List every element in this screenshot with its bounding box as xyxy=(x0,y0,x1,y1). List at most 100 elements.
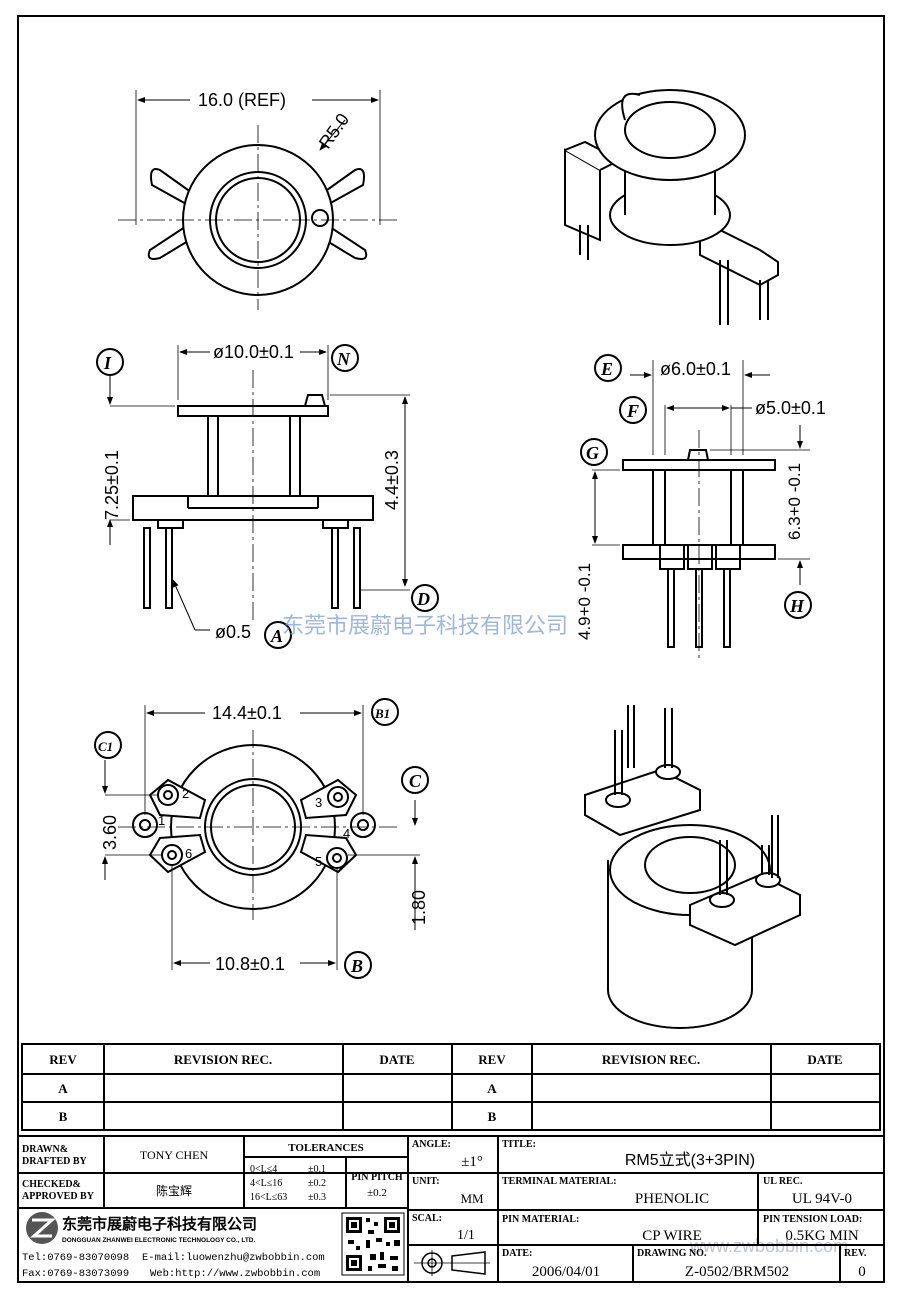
tension-value: 0.5KG MIN xyxy=(785,1228,858,1244)
front-height-dim: 7.25±0.1 xyxy=(102,450,122,520)
company-tel: Tel:0769-83070098 xyxy=(22,1252,129,1264)
company-logo-icon xyxy=(26,1212,58,1244)
pin-pitch-label: PIN PITCH xyxy=(351,1172,403,1183)
rev-row-b-left: B xyxy=(59,1109,68,1124)
title-label: TITLE: xyxy=(502,1139,536,1150)
bottom-width-dim: 14.4±0.1 xyxy=(212,703,282,723)
pin-label-6: 6 xyxy=(185,846,192,861)
isometric-view-top xyxy=(564,89,779,325)
label-b: B xyxy=(350,956,363,976)
angle-label: ANGLE: xyxy=(412,1139,451,1150)
label-d: D xyxy=(416,589,430,609)
terminal-label: TERMINAL MATERIAL: xyxy=(502,1176,617,1187)
front-pin-dim: ø0.5 xyxy=(215,622,251,642)
title-value: RM5立式(3+3PIN) xyxy=(625,1151,755,1169)
rev-header-1: REV xyxy=(49,1052,77,1067)
company-fax: Fax:0769-83073099 xyxy=(22,1268,129,1280)
rev-label: REV. xyxy=(844,1248,867,1259)
label-c1: C1 xyxy=(98,739,113,754)
rev-header-3: DATE xyxy=(379,1052,414,1067)
company-name-cn: 东莞市展蔚电子科技有限公司 xyxy=(62,1215,257,1233)
tol-value-3: ±0.3 xyxy=(308,1192,326,1203)
pin-label-4: 4 xyxy=(343,826,350,841)
label-b1: B1 xyxy=(374,706,390,721)
top-width-dim: 16.0 (REF) xyxy=(198,90,286,110)
projection-symbol-icon xyxy=(414,1250,490,1276)
tol-value-1: ±0.1 xyxy=(308,1164,326,1175)
drawing-no-value: Z-0502/BRM502 xyxy=(685,1264,789,1280)
tolerance-rows: 0<L≤4 ±0.1 4<L≤16 ±0.2 16<L≤63 ±0.3 xyxy=(250,1164,326,1203)
revision-headers: REV REVISION REC. DATE REV REVISION REC.… xyxy=(49,1052,842,1124)
angle-value: ±1° xyxy=(461,1154,483,1170)
tol-range-3: 16<L≤63 xyxy=(250,1192,287,1203)
front-view xyxy=(96,344,439,649)
checked-label: CHECKED&APPROVED BY xyxy=(22,1179,95,1202)
company-name-en: DONGGUAN ZHANWEI ELECTRONIC TECHNOLOGY C… xyxy=(62,1237,256,1244)
top-view xyxy=(118,90,398,310)
checked-value: 陈宝辉 xyxy=(156,1183,192,1198)
revision-table xyxy=(21,1043,881,1131)
side-view xyxy=(580,354,812,660)
label-h: H xyxy=(789,596,805,616)
front-flange-dim: 4.4±0.3 xyxy=(382,450,402,510)
checked-label-line1: CHECKED& xyxy=(22,1179,81,1190)
watermark-company: 东莞市展蔚电子科技有限公司 xyxy=(282,613,568,638)
side-pin-dim: 4.9+0 -0.1 xyxy=(575,563,594,640)
rev-value: 0 xyxy=(858,1264,866,1280)
label-n: N xyxy=(336,349,351,369)
label-e: E xyxy=(600,359,613,379)
label-g: G xyxy=(586,443,599,463)
unit-value: MM xyxy=(460,1191,484,1206)
drawn-value: TONY CHEN xyxy=(140,1148,209,1162)
label-f: F xyxy=(626,401,639,421)
rev-header-4: REV xyxy=(478,1052,506,1067)
tolerances-label: TOLERANCES xyxy=(288,1142,364,1154)
rev-header-2: REVISION REC. xyxy=(174,1052,272,1067)
drawn-label-line2: DRAFTED BY xyxy=(22,1156,88,1167)
pin-label-5: 5 xyxy=(315,854,322,869)
pin-label-2: 2 xyxy=(182,786,189,801)
label-a: A xyxy=(270,626,283,646)
side-inner-dim: ø5.0±0.1 xyxy=(755,398,826,418)
ul-value: UL 94V-0 xyxy=(792,1191,852,1207)
company-email: E-mail:luowenzhu@zwbobbin.com xyxy=(142,1252,325,1264)
pin-number-labels: 1 2 3 4 5 6 xyxy=(158,786,350,869)
isometric-view-bottom xyxy=(584,705,801,1029)
drawn-label-line1: DRAWN& xyxy=(22,1144,68,1155)
rev-header-5: REVISION REC. xyxy=(602,1052,700,1067)
date-value: 2006/04/01 xyxy=(532,1264,600,1280)
checked-label-line2: APPROVED BY xyxy=(22,1191,95,1202)
pin-pitch-value: ±0.2 xyxy=(367,1187,387,1199)
scale-label: SCAL: xyxy=(412,1213,442,1224)
ul-label: UL REC. xyxy=(763,1176,803,1187)
rev-row-b-right: B xyxy=(488,1109,497,1124)
scale-value: 1/1 xyxy=(457,1228,475,1243)
company-web: Web:http://www.zwbobbin.com xyxy=(150,1268,320,1280)
drawing-no-label: DRAWING NO. xyxy=(637,1248,707,1259)
tension-label: PIN TENSION LOAD: xyxy=(763,1214,862,1225)
tol-range-1: 0<L≤4 xyxy=(250,1164,277,1175)
label-c: C xyxy=(409,771,422,791)
rev-row-a-right: A xyxy=(487,1081,497,1096)
tol-range-2: 4<L≤16 xyxy=(250,1178,282,1189)
tol-value-2: ±0.2 xyxy=(308,1178,326,1189)
rev-row-a-left: A xyxy=(58,1081,68,1096)
pin-label-1: 1 xyxy=(158,813,165,828)
pin-material-label: PIN MATERIAL: xyxy=(502,1214,579,1225)
bottom-view xyxy=(94,698,429,979)
front-top-dim: ø10.0±0.1 xyxy=(213,342,294,362)
unit-label: UNIT: xyxy=(412,1176,440,1187)
label-i: I xyxy=(103,353,112,373)
bottom-row-dim: 3.60 xyxy=(100,815,120,850)
top-radius-dim: R5.0 xyxy=(315,110,353,153)
drawn-label: DRAWN&DRAFTED BY xyxy=(22,1144,88,1167)
date-label: DATE: xyxy=(502,1248,532,1259)
bottom-pitch-dim: 10.8±0.1 xyxy=(215,954,285,974)
qr-code-icon xyxy=(341,1212,405,1276)
terminal-value: PHENOLIC xyxy=(635,1191,709,1207)
rev-header-6: DATE xyxy=(807,1052,842,1067)
side-height-dim: 6.3+0 -0.1 xyxy=(785,463,804,540)
title-block-grid xyxy=(17,1135,885,1283)
pin-material-value: CP WIRE xyxy=(642,1228,702,1244)
